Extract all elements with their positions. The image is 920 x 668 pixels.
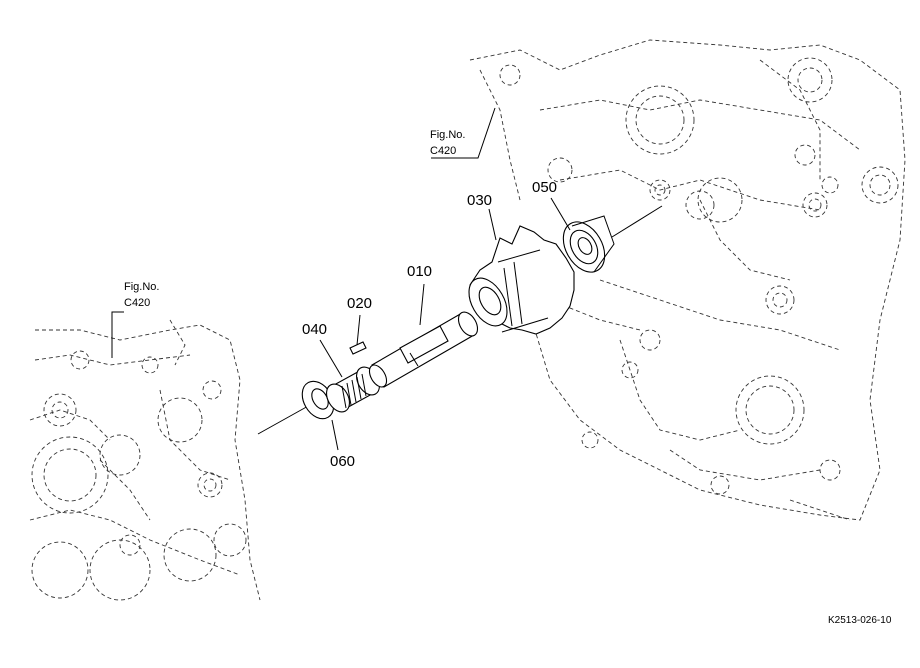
label-060: 060 — [330, 453, 355, 470]
part-030-gear — [468, 225, 575, 335]
ref-left-line1: Fig.No. — [124, 281, 159, 293]
right-housing — [469, 39, 906, 521]
part-010-shaft — [368, 311, 479, 388]
part-060-washer — [301, 380, 335, 420]
ref-left-line2: C420 — [124, 297, 150, 309]
label-010: 010 — [407, 263, 432, 280]
left-housing — [29, 319, 261, 601]
label-040: 040 — [302, 321, 327, 338]
leader-lines — [111, 107, 571, 451]
part-050-ball-bearing — [562, 215, 615, 273]
ref-upper-line2: C420 — [430, 145, 456, 157]
part-040-needle-bearing — [325, 366, 381, 413]
assembly-axis — [257, 205, 663, 435]
drawing-code: K2513-026-10 — [828, 615, 892, 626]
label-020: 020 — [347, 295, 372, 312]
label-050: 050 — [532, 179, 557, 196]
label-030: 030 — [467, 192, 492, 209]
ref-upper-line1: Fig.No. — [430, 129, 465, 141]
part-020-key — [349, 341, 367, 355]
